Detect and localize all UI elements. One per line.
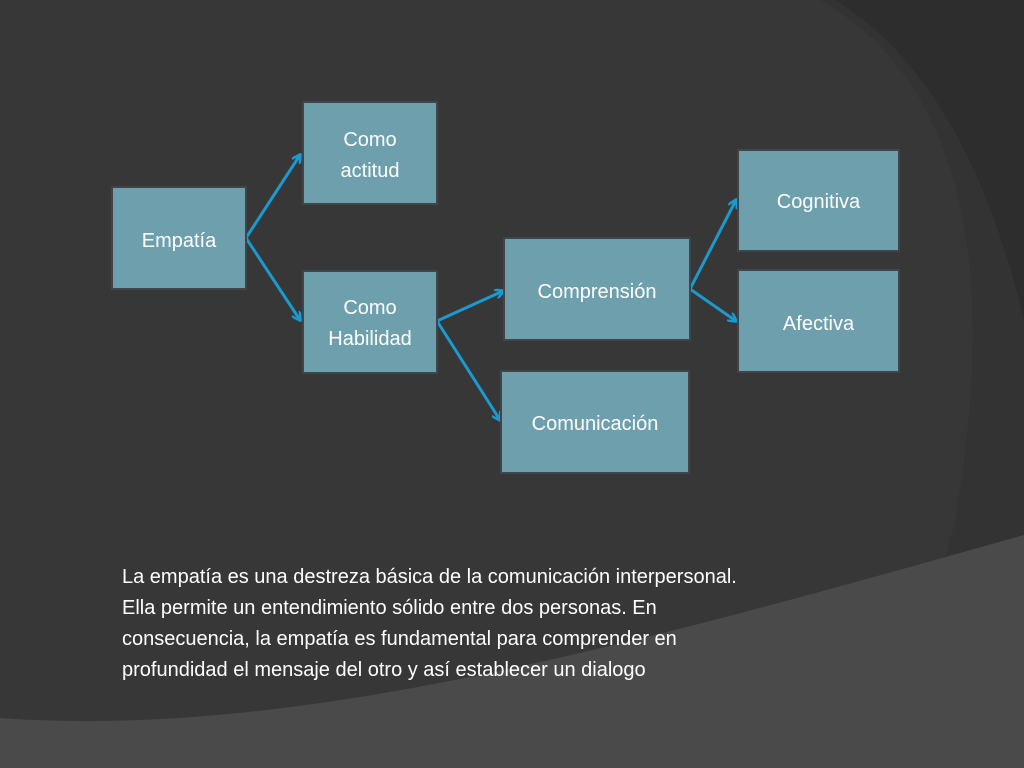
arrow-empatia-to-actitud: [244, 155, 300, 239]
arrow-comprension-to-afectiva: [689, 287, 736, 321]
node-afectiva-label: Afectiva: [782, 313, 855, 335]
node-como-actitud-line-1: Como: [343, 129, 397, 151]
node-como-actitud-line-2: actitud: [340, 160, 400, 182]
node-comprension-label: Comprensión: [537, 281, 657, 303]
caption-line-1: La empatía es una destreza básica de la …: [122, 566, 737, 588]
node-empatia-label: Empatía: [141, 230, 217, 252]
background-band-edge: [835, 0, 1024, 320]
node-comunicacion-label: Comunicación: [531, 413, 659, 435]
arrow-habilidad-to-comunicacion: [435, 320, 500, 420]
caption-paragraph: La empatía es una destreza básica de la …: [122, 562, 942, 686]
node-empatia: Empatía: [111, 186, 247, 290]
node-cognitiva: Cognitiva: [737, 149, 900, 252]
node-como-habilidad-line-1: Como: [343, 297, 397, 319]
caption-line-2: Ella permite un entendimiento sólido ent…: [122, 597, 657, 619]
node-como-habilidad-line-2: Habilidad: [328, 328, 412, 350]
caption-line-4: profundidad el mensaje del otro y así es…: [122, 659, 646, 681]
node-cognitiva-label: Cognitiva: [776, 191, 861, 213]
caption-line-3: consecuencia, la empatía es fundamental …: [122, 628, 677, 650]
arrow-empatia-to-habilidad: [244, 237, 300, 320]
arrow-habilidad-to-comprension: [436, 291, 503, 323]
background-band-corner: [0, 535, 1024, 768]
node-comprension: Comprensión: [503, 237, 691, 341]
node-como-habilidad: Como Habilidad: [302, 270, 438, 374]
node-como-actitud: Como actitud: [302, 101, 438, 205]
arrow-comprension-to-cognitiva: [688, 200, 736, 290]
node-comunicacion: Comunicación: [500, 370, 690, 474]
node-afectiva: Afectiva: [737, 269, 900, 373]
